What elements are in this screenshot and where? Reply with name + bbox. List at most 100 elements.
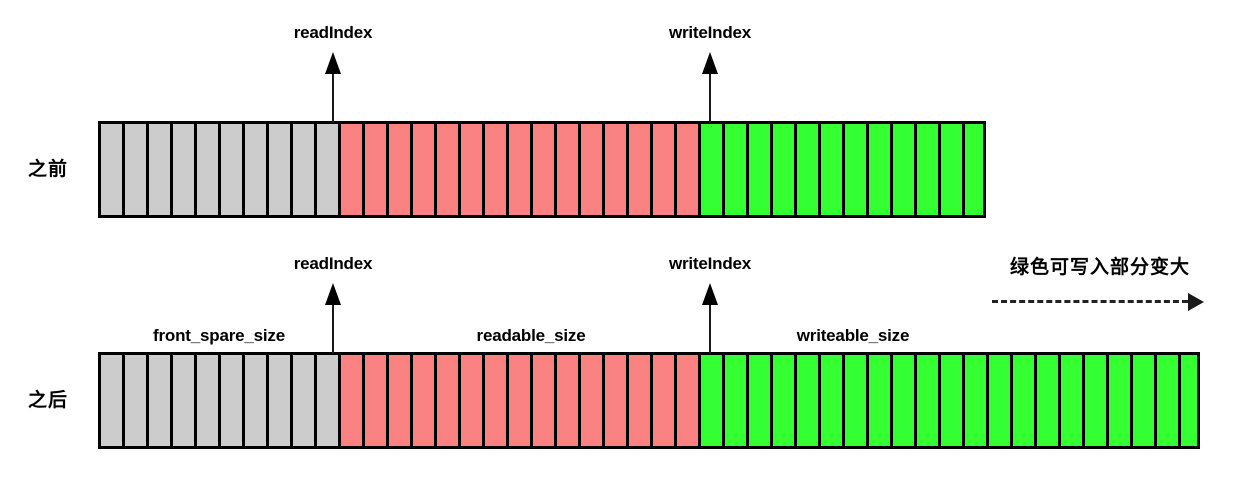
- buffer-cell-readable_size: [581, 355, 605, 446]
- buffer-cell-front_spare_size: [269, 355, 293, 446]
- buffer-cell-writeable_size: [869, 355, 893, 446]
- arrow-up-icon: [325, 52, 341, 74]
- buffer-cell-readable_size: [509, 355, 533, 446]
- buffer-cell-front_spare_size: [317, 355, 341, 446]
- buffer-cell-writeable_size: [845, 355, 869, 446]
- buffer-cell-front_spare_size: [245, 355, 269, 446]
- buffer-cell-readable_size: [653, 355, 677, 446]
- buffer-cell-front_spare_size: [221, 355, 245, 446]
- growth-arrow-icon: [992, 293, 1204, 311]
- buffer-cell-readable_size: [509, 124, 533, 215]
- buffer-cell-front_spare_size: [197, 124, 221, 215]
- pointer-label-readIndex: readIndex: [293, 23, 373, 42]
- annotation-note: 绿色可写入部分变大: [1009, 256, 1191, 278]
- buffer-cell-writeable_size: [821, 355, 845, 446]
- buffer-cell-readable_size: [677, 124, 701, 215]
- pointer-shaft: [332, 72, 334, 123]
- buffer-before: [98, 121, 986, 218]
- buffer-cell-writeable_size: [725, 124, 749, 215]
- buffer-cell-readable_size: [629, 355, 653, 446]
- arrow-right-icon: [1188, 293, 1204, 311]
- buffer-cell-readable_size: [365, 124, 389, 215]
- buffer-cell-writeable_size: [941, 124, 965, 215]
- buffer-cell-writeable_size: [1085, 355, 1109, 446]
- buffer-cell-front_spare_size: [101, 355, 125, 446]
- buffer-cell-readable_size: [605, 355, 629, 446]
- buffer-cell-writeable_size: [1013, 355, 1037, 446]
- buffer-cell-front_spare_size: [125, 355, 149, 446]
- pointer-shaft: [709, 303, 711, 354]
- buffer-cell-writeable_size: [1061, 355, 1085, 446]
- buffer-cell-front_spare_size: [317, 124, 341, 215]
- buffer-cell-writeable_size: [1037, 355, 1061, 446]
- buffer-cell-front_spare_size: [101, 124, 125, 215]
- dashed-line: [992, 300, 1188, 303]
- buffer-cell-readable_size: [533, 124, 557, 215]
- buffer-cell-writeable_size: [893, 124, 917, 215]
- buffer-cell-writeable_size: [725, 355, 749, 446]
- buffer-cell-writeable_size: [917, 355, 941, 446]
- buffer-cell-writeable_size: [989, 355, 1013, 446]
- buffer-cell-readable_size: [677, 355, 701, 446]
- buffer-cell-readable_size: [341, 355, 365, 446]
- buffer-cell-front_spare_size: [221, 124, 245, 215]
- buffer-cell-readable_size: [557, 124, 581, 215]
- buffer-cell-readable_size: [413, 124, 437, 215]
- buffer-cell-readable_size: [365, 355, 389, 446]
- row-label-before: 之前: [28, 158, 69, 180]
- buffer-cell-writeable_size: [845, 124, 869, 215]
- buffer-cell-front_spare_size: [197, 355, 221, 446]
- buffer-cell-front_spare_size: [245, 124, 269, 215]
- pointer-label-writeIndex: writeIndex: [668, 254, 752, 273]
- buffer-cell-writeable_size: [893, 355, 917, 446]
- pointer-shaft: [709, 72, 711, 123]
- buffer-cell-writeable_size: [869, 124, 893, 215]
- buffer-cell-readable_size: [605, 124, 629, 215]
- buffer-cell-readable_size: [437, 124, 461, 215]
- row-label-after: 之后: [28, 389, 69, 411]
- buffer-cell-readable_size: [533, 355, 557, 446]
- buffer-cell-readable_size: [389, 124, 413, 215]
- buffer-cell-writeable_size: [965, 124, 983, 215]
- buffer-cell-writeable_size: [701, 355, 725, 446]
- buffer-after: [98, 352, 1200, 449]
- arrow-up-icon: [325, 283, 341, 305]
- pointer-label-readIndex: readIndex: [293, 254, 373, 273]
- buffer-cell-front_spare_size: [125, 124, 149, 215]
- buffer-cell-writeable_size: [749, 355, 773, 446]
- buffer-cell-readable_size: [413, 355, 437, 446]
- arrow-up-icon: [702, 52, 718, 74]
- buffer-cell-readable_size: [461, 124, 485, 215]
- buffer-cell-writeable_size: [797, 355, 821, 446]
- segment-caption: front_spare_size: [153, 326, 285, 345]
- buffer-cell-readable_size: [629, 124, 653, 215]
- buffer-cell-writeable_size: [917, 124, 941, 215]
- buffer-cell-readable_size: [581, 124, 605, 215]
- buffer-cell-writeable_size: [797, 124, 821, 215]
- buffer-cell-writeable_size: [821, 124, 845, 215]
- arrow-up-icon: [702, 283, 718, 305]
- buffer-cell-writeable_size: [773, 355, 797, 446]
- buffer-cell-readable_size: [557, 355, 581, 446]
- pointer-shaft: [332, 303, 334, 354]
- buffer-cell-writeable_size: [1109, 355, 1133, 446]
- buffer-cell-writeable_size: [1181, 355, 1197, 446]
- buffer-cell-readable_size: [461, 355, 485, 446]
- buffer-cell-writeable_size: [701, 124, 725, 215]
- buffer-cell-readable_size: [485, 124, 509, 215]
- buffer-cell-front_spare_size: [173, 124, 197, 215]
- buffer-cell-writeable_size: [965, 355, 989, 446]
- buffer-cell-front_spare_size: [149, 124, 173, 215]
- pointer-label-writeIndex: writeIndex: [668, 23, 752, 42]
- buffer-cell-readable_size: [389, 355, 413, 446]
- buffer-cell-front_spare_size: [269, 124, 293, 215]
- segment-caption: writeable_size: [796, 326, 910, 345]
- buffer-cell-front_spare_size: [293, 355, 317, 446]
- buffer-cell-writeable_size: [941, 355, 965, 446]
- segment-caption: readable_size: [476, 326, 586, 345]
- buffer-cell-readable_size: [341, 124, 365, 215]
- buffer-cell-readable_size: [485, 355, 509, 446]
- buffer-cell-writeable_size: [773, 124, 797, 215]
- buffer-cell-writeable_size: [749, 124, 773, 215]
